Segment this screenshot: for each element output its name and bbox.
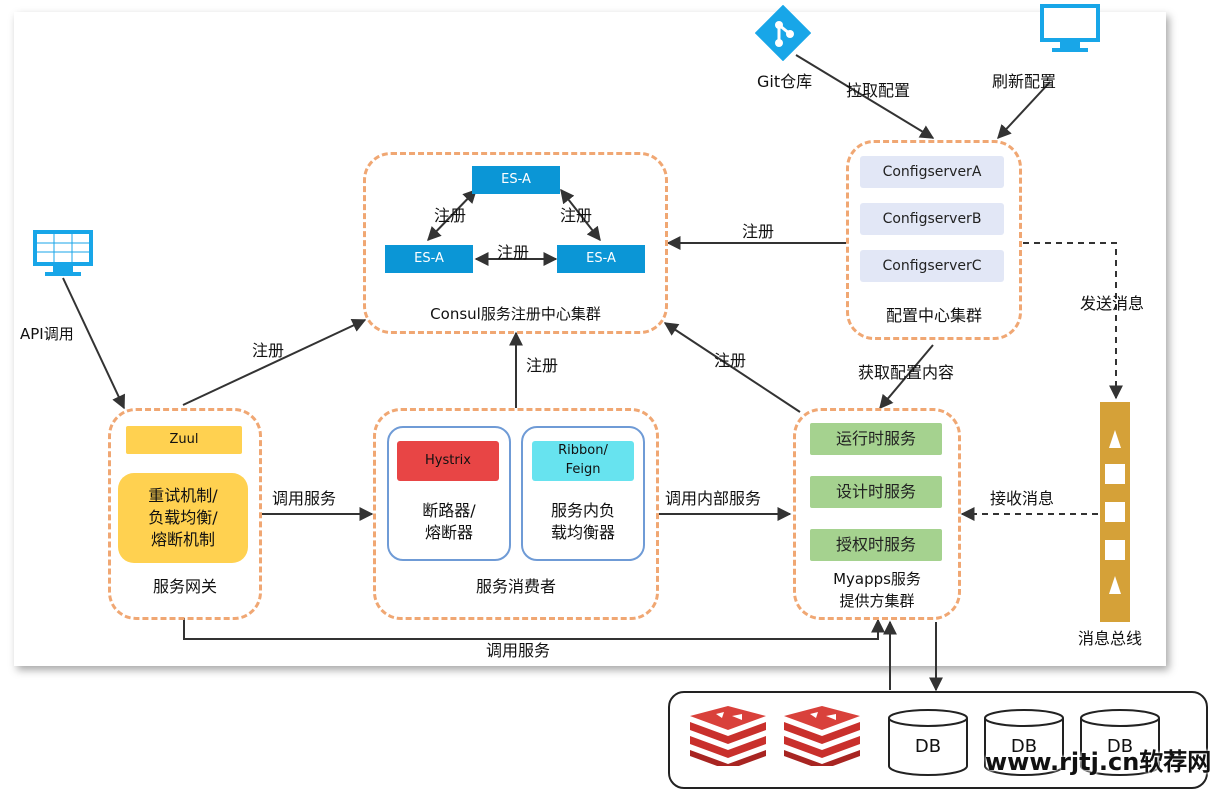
arrow-es-top-left — [427, 188, 477, 242]
bottom-call-service-label: 调用服务 — [486, 641, 551, 660]
zuul-box: Zuul — [126, 426, 242, 454]
load-balancer-panel — [521, 426, 645, 561]
message-bus — [1100, 402, 1130, 622]
database-label: DB — [914, 736, 942, 757]
database-icon — [888, 709, 968, 776]
register-label-middle: 注册 — [497, 243, 530, 262]
arrow-es-top-right — [560, 188, 601, 242]
es-node-right: ES-A — [557, 245, 645, 273]
gateway-register-label: 注册 — [252, 341, 285, 360]
arrow-bottom-call — [183, 618, 885, 640]
hystrix-box: Hystrix — [397, 441, 499, 481]
gateway-call-service-label: 调用服务 — [272, 489, 337, 508]
breaker-panel — [387, 426, 511, 561]
monitor-icon — [1040, 4, 1100, 52]
git-label: Git仓库 — [757, 72, 813, 91]
bus-up-arrow-icon — [1109, 576, 1121, 594]
configserver-a: ConfigserverA — [860, 156, 1004, 188]
es-node-left: ES-A — [385, 245, 473, 273]
arrow-api-call — [62, 277, 125, 410]
es-node-top: ES-A — [472, 166, 560, 194]
myapps-title: Myapps服务 提供方集群 — [833, 570, 921, 610]
database-label: DB — [1010, 736, 1038, 757]
config-cluster-group — [846, 140, 1022, 340]
register-label-left: 注册 — [434, 206, 467, 225]
configserver-c: ConfigserverC — [860, 250, 1004, 282]
runtime-service-box: 运行时服务 — [810, 423, 942, 455]
receive-message-label: 接收消息 — [990, 489, 1055, 508]
watermark: www.rjtj.cn软荐网 — [985, 748, 1212, 776]
config-cluster-label: 配置中心集群 — [885, 306, 982, 325]
myapps-register-label: 注册 — [714, 351, 747, 370]
arrow-myapps-register — [663, 322, 801, 413]
redis-icon — [690, 706, 766, 766]
arrow-refresh-to-config — [997, 81, 1051, 140]
gateway-features-box: 重试机制/ 负载均衡/ 熔断机制 — [118, 473, 248, 563]
fetch-config-label: 获取配置内容 — [858, 363, 955, 382]
config-register-label: 注册 — [742, 222, 775, 241]
design-service-box: 设计时服务 — [810, 476, 942, 508]
bus-slot — [1105, 502, 1125, 522]
database-icon — [1080, 709, 1160, 776]
ribbon-feign-box: Ribbon/ Feign — [532, 441, 634, 481]
bus-slot — [1105, 464, 1125, 484]
api-call-label: API调用 — [20, 325, 74, 343]
consumer-group — [373, 408, 659, 620]
database-icon — [984, 709, 1064, 776]
arrow-gateway-register — [182, 318, 367, 406]
bus-slot — [1105, 540, 1125, 560]
refresh-config-label: 刷新配置 — [992, 72, 1057, 91]
arrow-fetch-config — [879, 344, 934, 410]
gateway-title: 服务网关 — [152, 577, 217, 596]
load-balancer-label: 服务内负 载均衡器 — [550, 501, 615, 542]
message-bus-label: 消息总线 — [1078, 629, 1143, 648]
consumer-title: 服务消费者 — [475, 577, 556, 596]
send-message-label: 发送消息 — [1080, 294, 1145, 313]
gateway-group — [108, 408, 262, 620]
api-monitor-icon — [33, 230, 93, 276]
consumer-register-label: 注册 — [526, 356, 559, 375]
pull-config-label: 拉取配置 — [846, 81, 911, 100]
breaker-label: 断路器/ 熔断器 — [422, 501, 476, 542]
configserver-b: ConfigserverB — [860, 203, 1004, 235]
myapps-group — [793, 408, 961, 620]
consul-cluster-label: Consul服务注册中心集群 — [430, 305, 601, 323]
arrow-send-message — [1023, 242, 1123, 400]
consul-cluster-group — [363, 152, 668, 334]
bus-up-arrow-icon — [1109, 430, 1121, 448]
arrow-git-to-config — [795, 54, 935, 139]
call-internal-label: 调用内部服务 — [665, 489, 762, 508]
git-icon — [755, 5, 811, 61]
database-label: DB — [1106, 736, 1134, 757]
redis-icon — [784, 706, 860, 766]
auth-service-box: 授权时服务 — [810, 529, 942, 561]
register-label-right: 注册 — [560, 206, 593, 225]
